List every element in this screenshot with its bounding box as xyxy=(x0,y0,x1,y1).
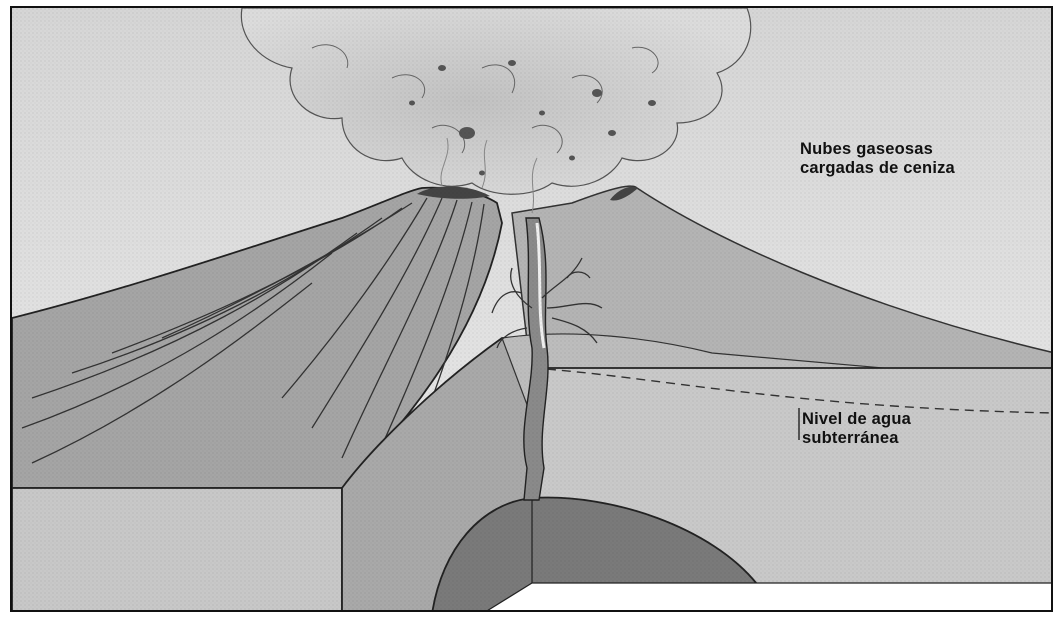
label-ash-clouds: Nubes gaseosas cargadas de ceniza xyxy=(800,140,955,178)
label-ash-clouds-line1: Nubes gaseosas xyxy=(800,140,955,159)
label-water-table: Nivel de agua subterránea xyxy=(802,410,911,448)
diagram-frame: Nubes gaseosas cargadas de ceniza Nivel … xyxy=(10,6,1053,612)
volcano-cross-section xyxy=(12,8,1053,612)
label-water-table-line2: subterránea xyxy=(802,429,911,448)
label-water-table-line1: Nivel de agua xyxy=(802,410,911,429)
label-ash-clouds-line2: cargadas de ceniza xyxy=(800,159,955,178)
